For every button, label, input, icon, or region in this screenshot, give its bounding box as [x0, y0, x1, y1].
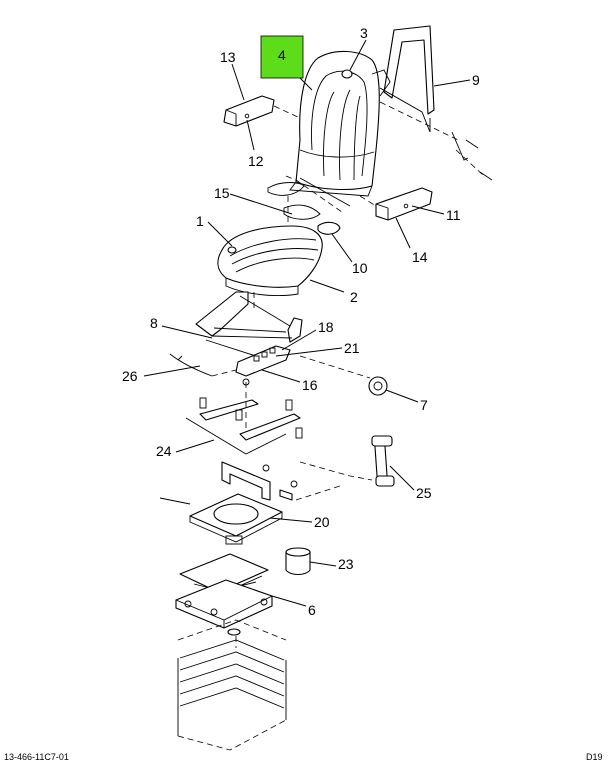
back-frame-part[interactable]: [371, 25, 493, 181]
damper-part[interactable]: [285, 547, 311, 576]
shock-absorber-part[interactable]: [295, 435, 395, 501]
seat-back-part[interactable]: [289, 50, 380, 197]
recline-cable-part[interactable]: [267, 175, 351, 235]
callout-14[interactable]: 14: [412, 249, 428, 265]
callout-26[interactable]: 26: [122, 368, 138, 384]
callout-13[interactable]: 13: [220, 49, 236, 65]
callout-18[interactable]: 18: [318, 319, 334, 335]
callout-12[interactable]: 12: [248, 153, 264, 169]
callout-20[interactable]: 20: [314, 514, 330, 530]
callout-24[interactable]: 24: [156, 443, 172, 459]
callout-23[interactable]: 23: [338, 556, 354, 572]
callout-25[interactable]: 25: [416, 485, 432, 501]
bellows-part[interactable]: [177, 619, 287, 751]
release-cable-part[interactable]: [169, 353, 237, 377]
callout-11[interactable]: 11: [446, 207, 461, 223]
right-armrest-part[interactable]: [359, 187, 433, 221]
footer-code-left: 13-466-11C7-01: [4, 752, 69, 761]
callout-9[interactable]: 9: [472, 72, 480, 88]
callout-10[interactable]: 10: [352, 260, 368, 276]
seat-pan-frame-part[interactable]: [195, 291, 303, 377]
slide-rail-part[interactable]: [185, 378, 303, 455]
mount-bracket-part[interactable]: [221, 461, 298, 501]
callout-21[interactable]: 21: [344, 340, 360, 356]
callout-6[interactable]: 6: [308, 602, 316, 618]
callout-7[interactable]: 7: [420, 397, 428, 413]
callout-16[interactable]: 16: [302, 377, 318, 393]
highlight-box: [260, 35, 304, 79]
callout-3[interactable]: 3: [360, 25, 368, 41]
callout-8[interactable]: 8: [150, 315, 158, 331]
callout-4[interactable]: 4: [278, 47, 286, 63]
callout-15[interactable]: 15: [214, 185, 230, 201]
swivel-plate-part[interactable]: [159, 493, 283, 545]
suspension-part[interactable]: [175, 553, 273, 636]
callout-1[interactable]: 1: [196, 213, 204, 229]
callout-labels: 1 2 3 4 6 7 8 9 10 11 12 13 14 15 16 18 …: [122, 25, 480, 618]
leader-lines: [143, 39, 471, 607]
left-armrest-part[interactable]: [223, 95, 301, 127]
callout-2[interactable]: 2: [350, 289, 358, 305]
adjust-knob-part[interactable]: [299, 355, 388, 396]
seat-cushion-part[interactable]: [217, 225, 323, 296]
footer-code-right: D19: [586, 752, 603, 761]
